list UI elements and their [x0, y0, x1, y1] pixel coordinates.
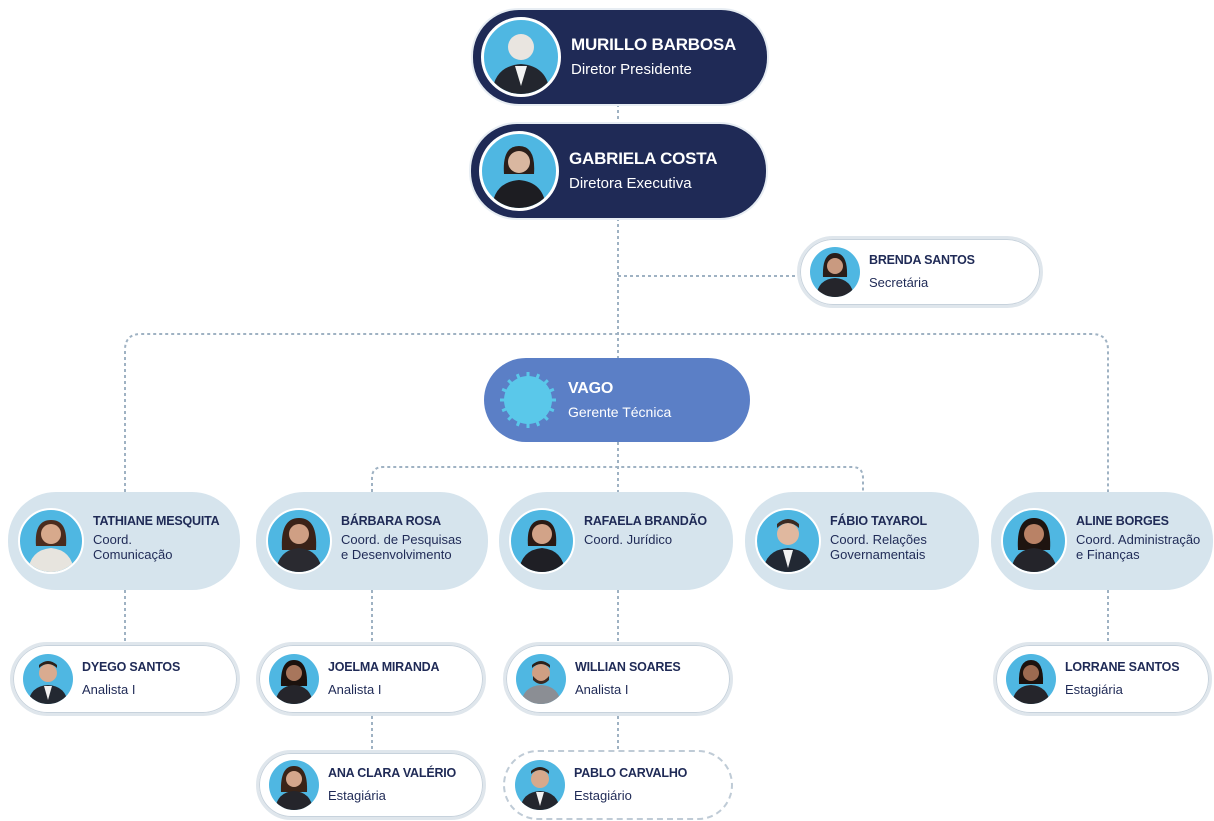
secretary-role: Secretária: [869, 275, 929, 291]
person-photo-icon: [28, 661, 68, 704]
staff-role: Analista I: [82, 682, 136, 698]
staff-role: Estagiária: [1065, 682, 1123, 698]
coordinator-avatar: [755, 508, 821, 574]
person-photo-icon: [519, 520, 565, 572]
person-photo-icon: [275, 660, 313, 704]
coordinator-card-relacoes[interactable]: FÁBIO TAYAROL Coord. Relações Governamen…: [745, 492, 979, 590]
staff-avatar: [1006, 654, 1056, 704]
person-photo-icon: [520, 767, 560, 810]
coordinator-card-administracao[interactable]: ALINE BORGES Coord. Administração e Fina…: [991, 492, 1213, 590]
staff-card-joelma[interactable]: JOELMA MIRANDA Analista I: [256, 642, 486, 716]
staff-avatar: [269, 760, 319, 810]
staff-card-dyego[interactable]: DYEGO SANTOS Analista I: [10, 642, 240, 716]
staff-avatar: [269, 654, 319, 704]
person-photo-icon: [492, 146, 546, 208]
staff-card-lorrane[interactable]: LORRANE SANTOS Estagiária: [993, 642, 1212, 716]
person-photo-icon: [1012, 660, 1050, 704]
staff-name: PABLO CARVALHO: [574, 766, 688, 781]
coordinator-role-line1: Coord. Administração: [1076, 532, 1201, 547]
staff-role: Analista I: [575, 682, 629, 698]
coordinator-name: TATHIANE MESQUITA: [93, 514, 220, 528]
coordinator-role-line1: Coord. de Pesquisas: [341, 532, 462, 547]
person-photo-icon: [28, 520, 74, 572]
person-photo-icon: [492, 34, 550, 94]
coordinator-card-juridico[interactable]: RAFAELA BRANDÃO Coord. Jurídico: [499, 492, 733, 590]
coordinator-name: RAFAELA BRANDÃO: [584, 514, 707, 528]
staff-role: Estagiária: [328, 788, 386, 804]
staff-avatar: [516, 654, 566, 704]
gear-badge-icon: [498, 370, 558, 430]
staff-card-ana-clara[interactable]: ANA CLARA VALÉRIO Estagiária: [256, 750, 486, 820]
executive-director-name: GABRIELA COSTA: [569, 149, 718, 169]
person-photo-icon: [521, 661, 561, 704]
connector-top-branch: [124, 333, 1109, 492]
coordinator-role-line2: e Desenvolvimento: [341, 546, 452, 562]
technical-manager-role: Gerente Técnica: [568, 403, 672, 420]
coordinator-role-line1: Coord. Jurídico: [584, 532, 673, 547]
coordinator-name: ALINE BORGES: [1076, 514, 1169, 528]
secretary-name: BRENDA SANTOS: [869, 253, 975, 268]
staff-role: Analista I: [328, 682, 382, 698]
person-photo-icon: [1011, 518, 1057, 572]
coordinator-avatar: [509, 508, 575, 574]
secretary-card[interactable]: BRENDA SANTOS Secretária: [797, 236, 1043, 308]
technical-manager-card[interactable]: VAGO Gerente Técnica: [484, 358, 750, 442]
president-card[interactable]: MURILLO BARBOSA Diretor Presidente: [473, 10, 767, 104]
executive-director-avatar: [479, 131, 559, 211]
person-photo-icon: [763, 519, 813, 572]
staff-avatar: [515, 760, 565, 810]
person-photo-icon: [275, 766, 313, 810]
president-role: Diretor Presidente: [571, 61, 692, 79]
executive-director-role: Diretora Executiva: [569, 175, 692, 193]
president-name: MURILLO BARBOSA: [571, 35, 737, 55]
vacant-badge-icon: [498, 370, 558, 430]
coordinator-name: FÁBIO TAYAROL: [830, 514, 927, 528]
coordinator-name: BÁRBARA ROSA: [341, 514, 441, 528]
person-photo-icon: [276, 518, 322, 572]
staff-name: WILLIAN SOARES: [575, 660, 681, 675]
coordinator-card-comunicacao[interactable]: TATHIANE MESQUITA Coord. Comunicação: [8, 492, 240, 590]
staff-card-willian[interactable]: WILLIAN SOARES Analista I: [503, 642, 733, 716]
coordinator-avatar: [266, 508, 332, 574]
coordinator-role-line1: Coord. Relações: [830, 532, 927, 547]
technical-manager-name: VAGO: [568, 379, 614, 397]
staff-name: ANA CLARA VALÉRIO: [328, 766, 457, 781]
staff-name: JOELMA MIRANDA: [328, 660, 440, 675]
person-photo-icon: [816, 253, 854, 297]
coordinator-role-line2: Comunicação: [93, 546, 173, 562]
staff-name: DYEGO SANTOS: [82, 660, 181, 675]
coordinator-role-line2: Governamentais: [830, 546, 926, 562]
staff-avatar: [23, 654, 73, 704]
executive-director-card[interactable]: GABRIELA COSTA Diretora Executiva: [471, 124, 766, 218]
president-avatar: [481, 17, 561, 97]
secretary-avatar: [810, 247, 860, 297]
staff-card-pablo[interactable]: PABLO CARVALHO Estagiário: [503, 750, 733, 820]
coordinator-avatar: [18, 508, 84, 574]
staff-name: LORRANE SANTOS: [1065, 660, 1180, 675]
coordinator-avatar: [1001, 508, 1067, 574]
coordinator-card-pesquisas[interactable]: BÁRBARA ROSA Coord. de Pesquisas e Desen…: [256, 492, 488, 590]
coordinator-role-line1: Coord.: [93, 532, 133, 547]
coordinator-role-line2: e Finanças: [1076, 546, 1140, 562]
staff-role: Estagiário: [574, 788, 632, 804]
